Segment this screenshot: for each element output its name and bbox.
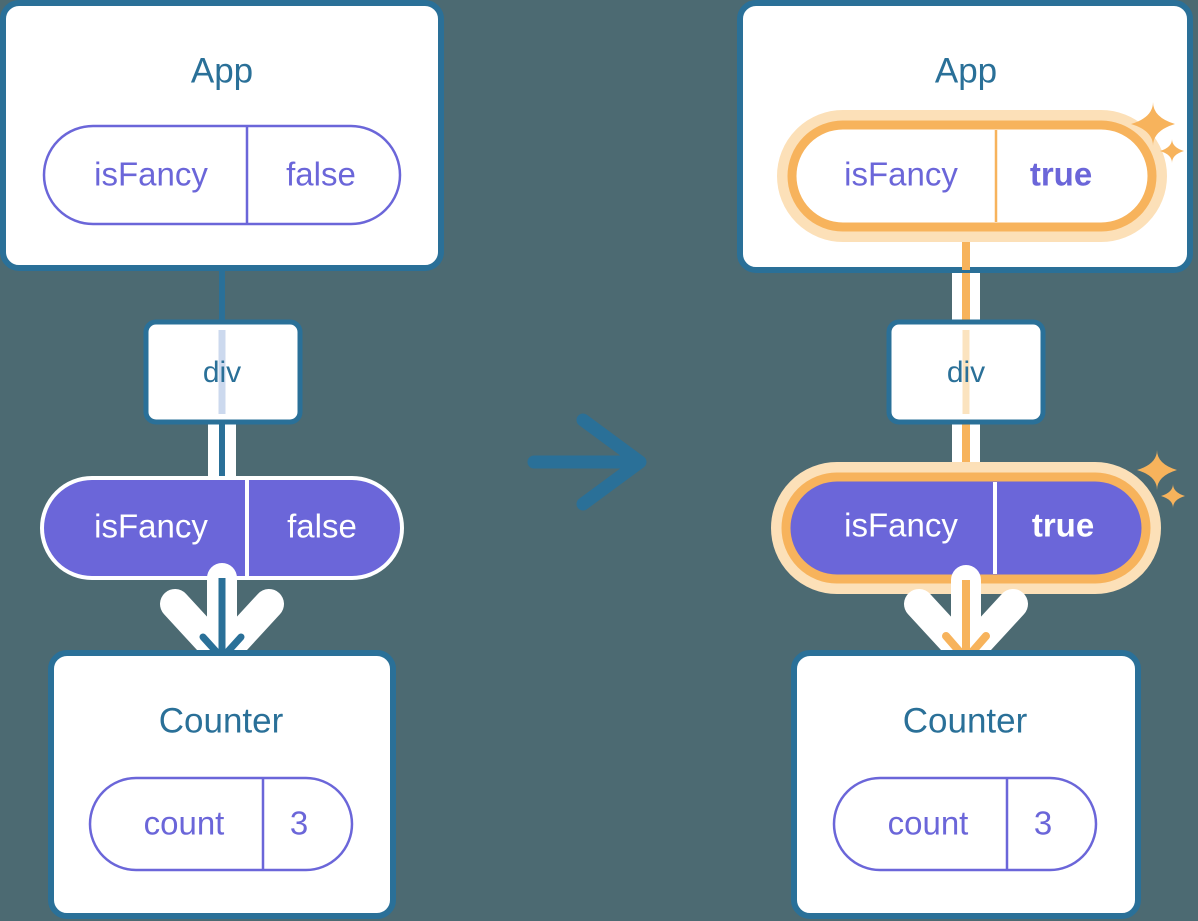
pill-body [42,124,402,226]
prop-pill-name-after: isFancy [844,507,958,544]
pill-body [787,120,1157,232]
arrow-prop-to-counter-after [904,565,1028,670]
counter-state-pill-name-before: count [144,805,225,842]
prop-pill-value-after: true [1032,507,1094,544]
counter-state-pill-after[interactable]: count 3 [832,776,1098,872]
div-label-before: div [203,356,241,389]
sparkle-icon-small-app [1160,139,1184,163]
pill-body [832,776,1098,872]
transition-arrow [527,413,647,511]
app-title-after: App [935,51,997,90]
sparkle-layer [1131,102,1185,508]
counter-title-after: Counter [903,701,1028,740]
counter-state-pill-value-after: 3 [1034,805,1052,842]
app-state-pill-after[interactable]: isFancy true [777,110,1167,242]
sparkle-icon-small-prop [1161,484,1185,508]
app-title-before: App [191,51,253,90]
app-state-pill-before[interactable]: isFancy false [42,124,402,226]
counter-state-pill-before[interactable]: count 3 [88,776,354,872]
app-state-pill-name-before: isFancy [94,156,208,193]
app-state-pill-value-before: false [286,156,356,193]
highlight-glow [777,110,1167,242]
div-label-after: div [947,356,985,389]
app-state-pill-value-after: true [1030,156,1092,193]
panel-before: App isFancy false div isFancy false [0,0,444,919]
sparkle-icon-large-prop [1137,450,1177,490]
counter-state-pill-name-after: count [888,805,969,842]
counter-title-before: Counter [159,701,284,740]
sparkle-icon-large-app [1131,102,1175,146]
arrow-prop-to-counter-before [160,563,284,670]
prop-pill-name-before: isFancy [94,508,208,545]
prop-pill-before[interactable]: isFancy false [40,476,404,580]
app-state-pill-name-after: isFancy [844,156,958,193]
pill-body [88,776,354,872]
prop-pill-value-before: false [287,508,357,545]
panel-after: App isFancy true div isFancy true [737,0,1193,919]
counter-state-pill-value-before: 3 [290,805,308,842]
